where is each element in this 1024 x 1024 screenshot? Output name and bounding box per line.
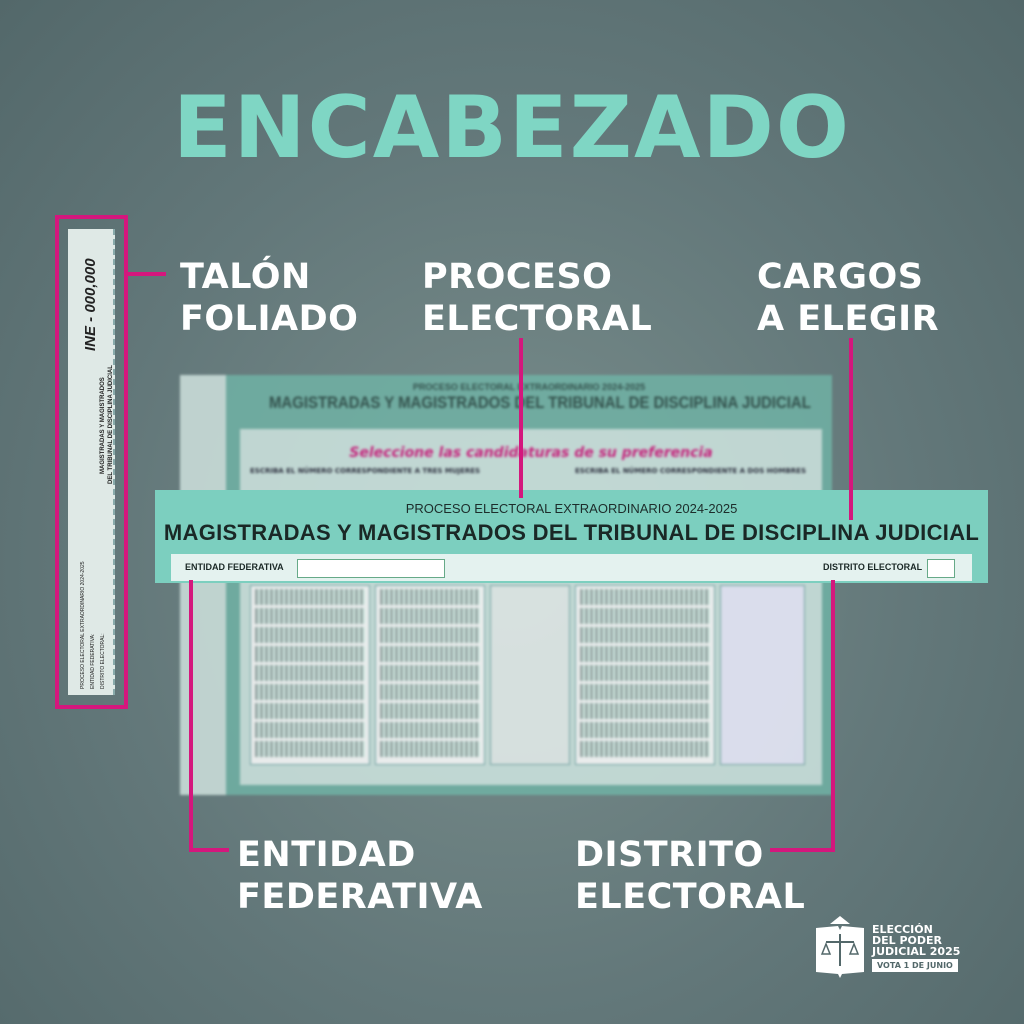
label-entidad-federativa: ENTIDAD FEDERATIVA — [237, 834, 483, 918]
distrito-connector-h — [770, 848, 835, 852]
label-line: FOLIADO — [180, 299, 359, 339]
label-cargos-a-elegir: CARGOS A ELEGIR — [757, 256, 939, 340]
label-proceso-electoral: PROCESO ELECTORAL — [422, 256, 652, 340]
label-line: ELECTORAL — [422, 299, 653, 339]
ballot-fields-row: ENTIDAD FEDERATIVA DISTRITO ELECTORAL — [171, 554, 972, 581]
entidad-connector — [189, 580, 193, 852]
entidad-connector-h — [189, 848, 229, 852]
label-line: DISTRITO — [575, 835, 764, 875]
talon-proceso: PROCESO ELECTORAL EXTRAORDINARIO 2024-20… — [80, 561, 86, 689]
talon-folio: INE - 000,000 — [82, 258, 99, 351]
talon-connector — [128, 272, 166, 276]
candidate-column — [375, 585, 485, 765]
label-line: PROCESO — [422, 257, 613, 297]
ballot-header-blurred: PROCESO ELECTORAL EXTRAORDINARIO 2024-20… — [232, 381, 826, 413]
ballot-header-highlight: PROCESO ELECTORAL EXTRAORDINARIO 2024-20… — [155, 490, 988, 583]
logo-line: DEL PODER — [872, 934, 943, 947]
entidad-label: ENTIDAD FEDERATIVA — [185, 562, 284, 572]
page-title: ENCABEZADO — [172, 78, 852, 178]
entidad-field — [297, 559, 445, 578]
ballot-cargo: MAGISTRADAS Y MAGISTRADOS DEL TRIBUNAL D… — [163, 520, 980, 545]
talon-entidad: ENTIDAD FEDERATIVA: — [90, 633, 96, 689]
ballot-proceso-blurred: PROCESO ELECTORAL EXTRAORDINARIO 2024-20… — [412, 382, 646, 392]
ballot-hombres-heading: ESCRIBA EL NÚMERO CORRESPONDIENTE A DOS … — [575, 467, 806, 475]
label-line: ELECTORAL — [575, 877, 806, 917]
ballot-background: PROCESO ELECTORAL EXTRAORDINARIO 2024-20… — [180, 375, 832, 795]
talon-cargo-2: DEL TRIBUNAL DE DISCIPLINA JUDICIAL — [108, 365, 114, 484]
label-line: ENTIDAD — [237, 835, 416, 875]
ballot-mujeres-heading: ESCRIBA EL NÚMERO CORRESPONDIENTE A TRES… — [250, 467, 481, 475]
distrito-connector — [831, 580, 835, 852]
ballot-stub — [180, 375, 226, 795]
label-distrito-electoral: DISTRITO ELECTORAL — [575, 834, 805, 918]
label-line: A ELEGIR — [757, 299, 940, 339]
candidate-column — [575, 585, 715, 765]
distrito-label: DISTRITO ELECTORAL — [823, 562, 923, 572]
signature-column — [490, 585, 570, 765]
label-line: CARGOS — [757, 257, 924, 297]
talon-cargo-1: MAGISTRADAS Y MAGISTRADOS — [100, 377, 106, 474]
logo-line: ELECCIÓN — [872, 923, 933, 936]
logo-line: JUDICIAL 2025 — [872, 945, 961, 958]
talon-distrito: DISTRITO ELECTORAL: — [100, 633, 106, 689]
logo-tagline: VOTA 1 DE JUNIO — [872, 959, 958, 972]
ballot-cargo-blurred: MAGISTRADAS Y MAGISTRADOS DEL TRIBUNAL D… — [268, 393, 811, 412]
label-line: FEDERATIVA — [237, 877, 483, 917]
ballot-instruction: Seleccione las candidaturas de su prefer… — [349, 445, 713, 461]
distrito-field — [927, 559, 955, 578]
talon-foliado-highlight: INE - 000,000 MAGISTRADAS Y MAGISTRADOS … — [55, 215, 128, 709]
talon-strip: INE - 000,000 MAGISTRADAS Y MAGISTRADOS … — [68, 229, 115, 695]
candidate-column — [720, 585, 805, 765]
ballot-proceso: PROCESO ELECTORAL EXTRAORDINARIO 2024-20… — [405, 501, 738, 516]
proceso-connector — [519, 338, 523, 498]
candidate-column — [250, 585, 370, 765]
label-talon-foliado: TALÓN FOLIADO — [180, 256, 358, 340]
label-line: TALÓN — [180, 257, 311, 297]
logo-text: ELECCIÓN DEL PODER JUDICIAL 2025 VOTA 1 … — [872, 924, 960, 972]
cargos-connector — [849, 338, 853, 520]
eleccion-judicial-logo: ELECCIÓN DEL PODER JUDICIAL 2025 VOTA 1 … — [812, 912, 972, 982]
ballot-box-icon — [816, 916, 864, 978]
ballot-body: Seleccione las candidaturas de su prefer… — [240, 429, 822, 785]
